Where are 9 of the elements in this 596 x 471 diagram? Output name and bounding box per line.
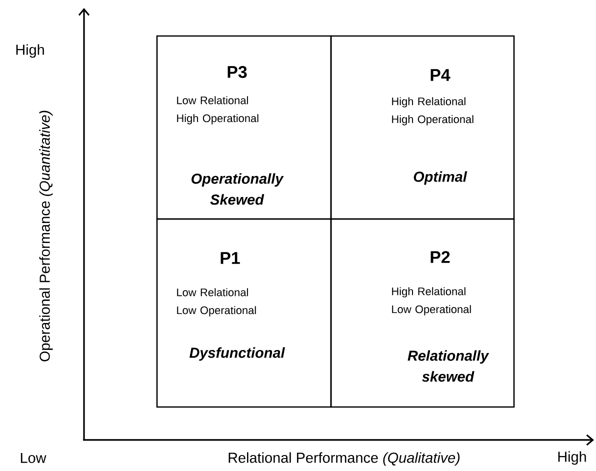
axis-tick-label: High [558,451,586,465]
axis-tick-label: High [16,44,44,58]
axis-title: Operational Performance (Quantitative) [39,110,53,362]
quadrant-box: P2 High Relational Low Operational Relationally skewed [330,218,515,408]
axis-tick-label: Low [20,452,46,464]
quadrant-box: P4 High Relational High Operational Optimal [330,35,515,220]
quadrant-box: P1 Low Relational Low Operational Dysfunctional [156,218,332,408]
quadrant-box: P3 Low Relational High Operational Operationally Skewed [156,35,332,220]
axis-title: Relational Performance (Qualitative) [228,452,460,466]
